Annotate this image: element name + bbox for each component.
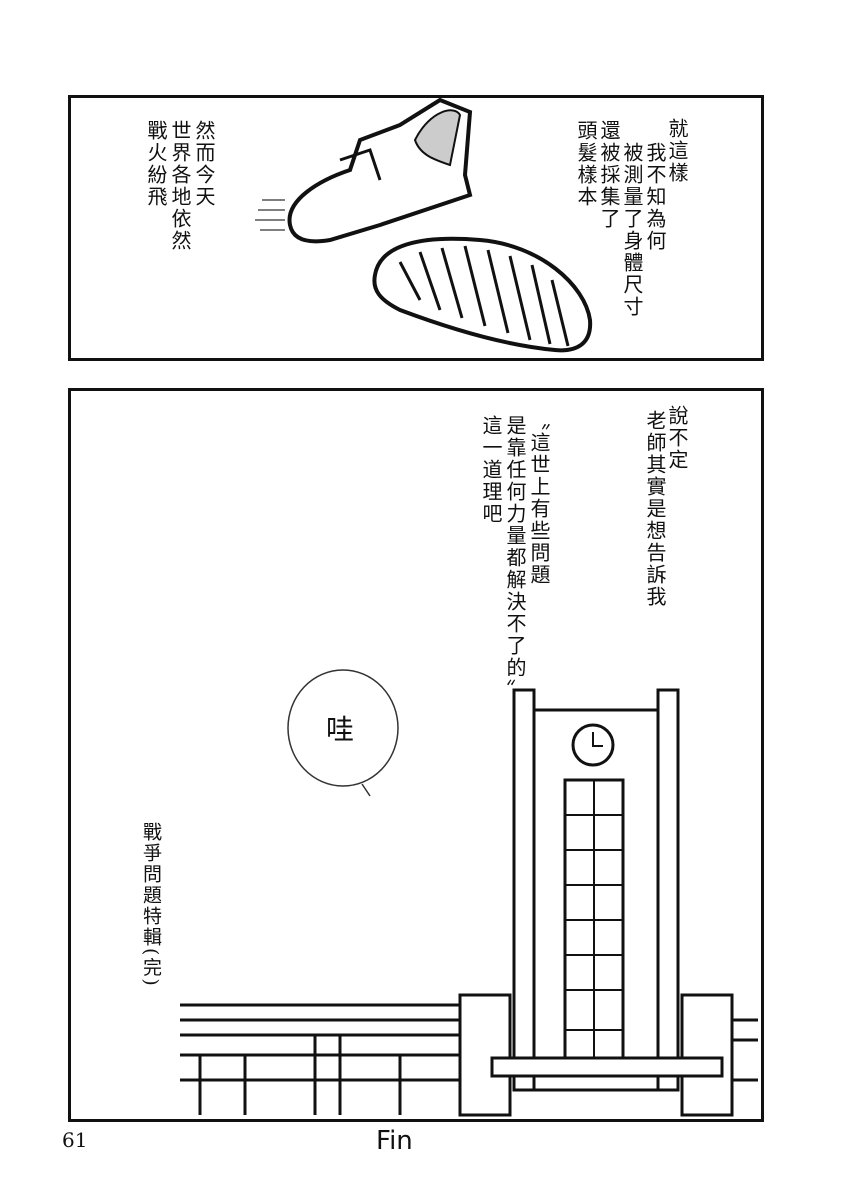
quote-column: 〝這世上有些問題 <box>527 410 551 586</box>
narration-column: 被測量了身體尺寸 <box>620 142 644 318</box>
narration-column: 說不定 <box>665 405 689 471</box>
speech-bubble <box>287 669 399 797</box>
narration-column: 頭髮樣本 <box>574 120 598 208</box>
narration-column: 然而今天 <box>192 120 216 208</box>
narration-column: 老師其實是想告訴我 <box>643 410 667 608</box>
speech-bubble-text: 哇 <box>326 713 355 746</box>
end-caption: 戰爭問題特輯(完) <box>140 822 162 988</box>
quote-column: 這一道理吧 <box>479 415 503 525</box>
speed-lines <box>255 199 285 231</box>
clock-tower-illustration <box>458 688 734 1117</box>
school-building-illustration <box>180 1003 758 1115</box>
quote-column: 是靠任何力量都解決不了的〞 <box>503 415 527 701</box>
shoe-sole-illustration <box>372 236 593 353</box>
fin-label: Fin <box>376 1126 413 1156</box>
narration-column: 我不知為何 <box>643 142 667 252</box>
narration-column: 還被採集了 <box>597 120 621 230</box>
narration-column: 就這樣 <box>665 118 689 184</box>
narration-column: 戰火紛飛 <box>144 120 168 208</box>
narration-column: 世界各地依然 <box>168 120 192 252</box>
page-number: 61 <box>62 1128 88 1152</box>
shoe-upper-illustration <box>287 97 473 244</box>
